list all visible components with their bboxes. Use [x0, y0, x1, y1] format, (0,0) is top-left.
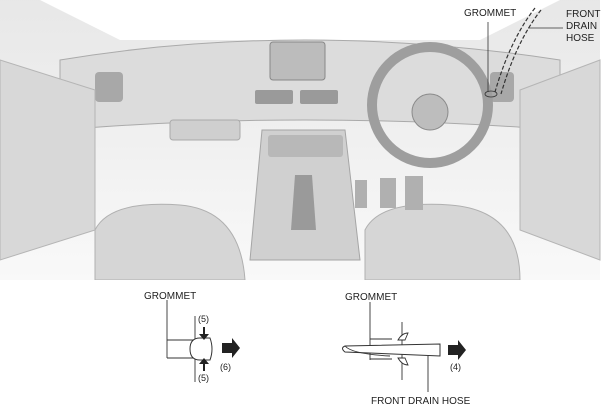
- arrow-right-4: [448, 340, 466, 360]
- step-5-top-label: (5): [198, 314, 209, 324]
- step-5-bottom-label: (5): [198, 373, 209, 383]
- arrow-up-5: [199, 358, 209, 371]
- step-6-label: (6): [220, 362, 231, 372]
- center-vent-left: [255, 90, 293, 104]
- glove-box: [169, 119, 241, 141]
- left-vent: [95, 72, 123, 102]
- drain-hose-body: [342, 343, 441, 357]
- windshield-glass: [60, 0, 545, 38]
- right-seat: [364, 203, 521, 280]
- grommet-flange-bottom: [397, 357, 409, 366]
- front-drain-hose-label-top-2: DRAIN: [566, 21, 598, 32]
- gear-shifter: [291, 175, 316, 230]
- pedal-2: [380, 178, 396, 208]
- arrow-down-5: [199, 327, 209, 340]
- grommet-flange-top: [397, 332, 409, 341]
- front-drain-hose-label-bottom: FRONT DRAIN HOSE: [371, 396, 471, 407]
- grommet-label-right: GROMMET: [345, 292, 398, 303]
- car-interior-illustration: [0, 0, 601, 280]
- steering-wheel: [367, 42, 493, 168]
- drain-hose-taper: [344, 345, 391, 357]
- grommet-top-mark: [484, 90, 498, 98]
- right-door: [519, 59, 601, 261]
- grommet-label-left: GROMMET: [144, 291, 197, 302]
- center-vent-right: [300, 90, 338, 104]
- front-drain-hose-top-2: [500, 9, 542, 95]
- pedal-3: [405, 176, 423, 210]
- grommet-label-top: GROMMET: [464, 8, 517, 19]
- steering-hub: [411, 93, 449, 131]
- step-4-label: (4): [450, 362, 461, 372]
- center-display: [269, 41, 326, 81]
- front-drain-hose-label-top-3: HOSE: [566, 33, 595, 44]
- left-door: [0, 59, 96, 261]
- pedal-1: [355, 180, 367, 208]
- climate-panel: [268, 135, 343, 157]
- grommet-shape-left: [189, 337, 213, 361]
- arrow-right-6: [222, 338, 240, 358]
- left-seat: [94, 203, 246, 280]
- right-vent: [490, 72, 514, 102]
- front-drain-hose-top: [494, 7, 536, 93]
- front-drain-hose-label-top-1: FRONT: [566, 9, 601, 20]
